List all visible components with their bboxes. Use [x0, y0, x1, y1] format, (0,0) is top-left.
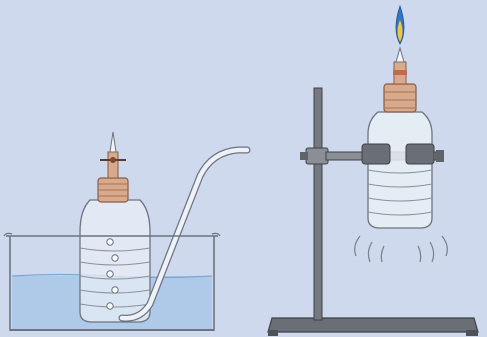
heated-bottle — [362, 48, 434, 228]
heat-lines — [355, 236, 448, 262]
flame-icon — [396, 6, 404, 44]
gas-bubble — [112, 255, 118, 261]
stand-rod — [314, 88, 322, 320]
stand-setup — [268, 6, 478, 336]
gas-bubble — [107, 303, 113, 309]
beaker-setup — [4, 132, 247, 330]
gas-bubble — [107, 271, 113, 277]
gas-bubble — [107, 239, 113, 245]
stand-base — [268, 318, 478, 332]
clamp-boss — [306, 148, 328, 164]
gas-bubble — [112, 287, 118, 293]
nozzle-icon — [110, 132, 116, 152]
stopcock — [108, 152, 118, 178]
